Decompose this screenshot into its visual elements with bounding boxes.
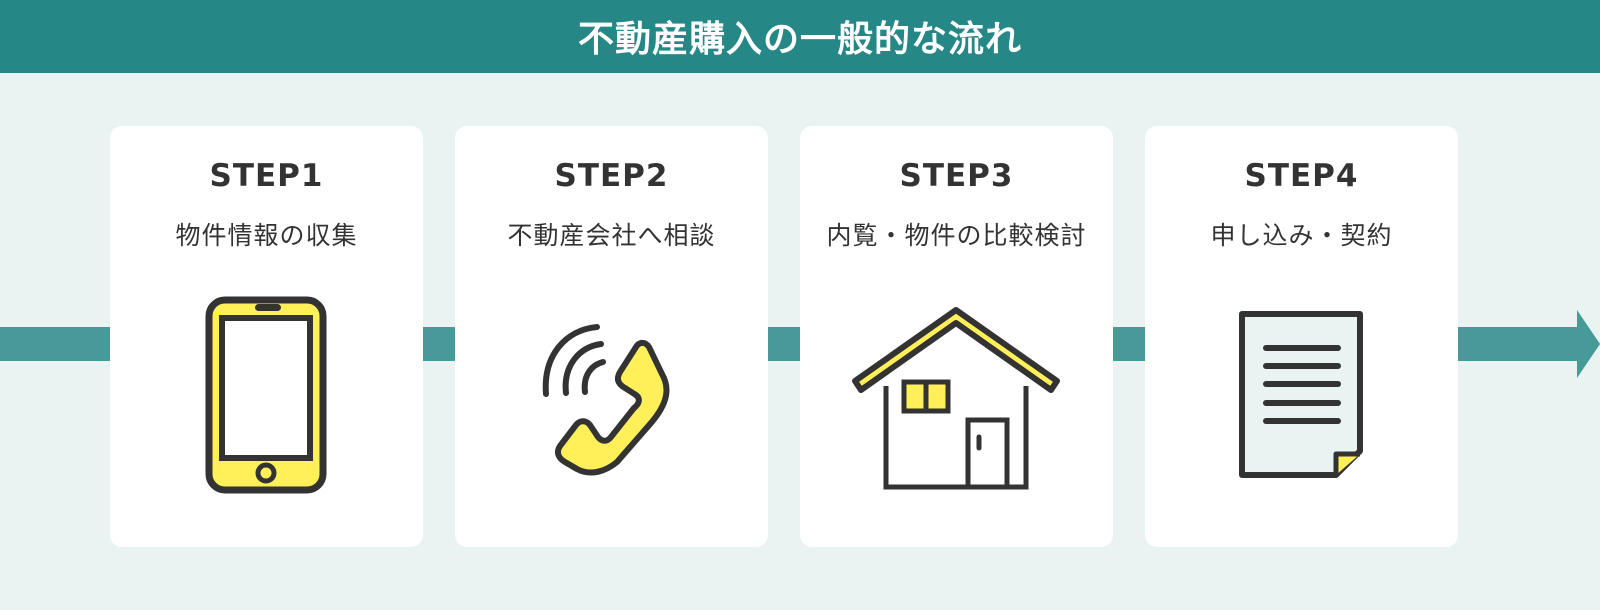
house-icon [800,296,1113,506]
step-description: 物件情報の収集 [175,221,358,250]
step-label: STEP2 [554,158,669,194]
smartphone-icon [110,296,423,506]
step-description: 不動産会社へ相談 [507,221,716,250]
step-label: STEP1 [209,158,324,194]
step-card-2: STEP2 不動産会社へ相談 [455,126,768,547]
flow-arrow-icon [1577,310,1600,378]
document-icon [1145,296,1458,506]
step-description: 内覧・物件の比較検討 [826,221,1087,250]
flow-connector [0,327,110,361]
step-card-3: STEP3 内覧・物件の比較検討 [800,126,1113,547]
page-title: 不動産購入の一般的な流れ [577,18,1022,60]
step-label: STEP3 [899,158,1014,194]
flow-connector [1113,327,1145,361]
title-banner: 不動産購入の一般的な流れ [0,0,1600,73]
step-card-1: STEP1 物件情報の収集 [110,126,423,547]
flow-connector [423,327,455,361]
step-card-4: STEP4 申し込み・契約 [1145,126,1458,547]
step-label: STEP4 [1244,158,1359,194]
phone-call-icon [455,296,768,506]
flow-connector [1458,327,1578,361]
step-description: 申し込み・契約 [1210,221,1393,250]
flow-connector [768,327,800,361]
